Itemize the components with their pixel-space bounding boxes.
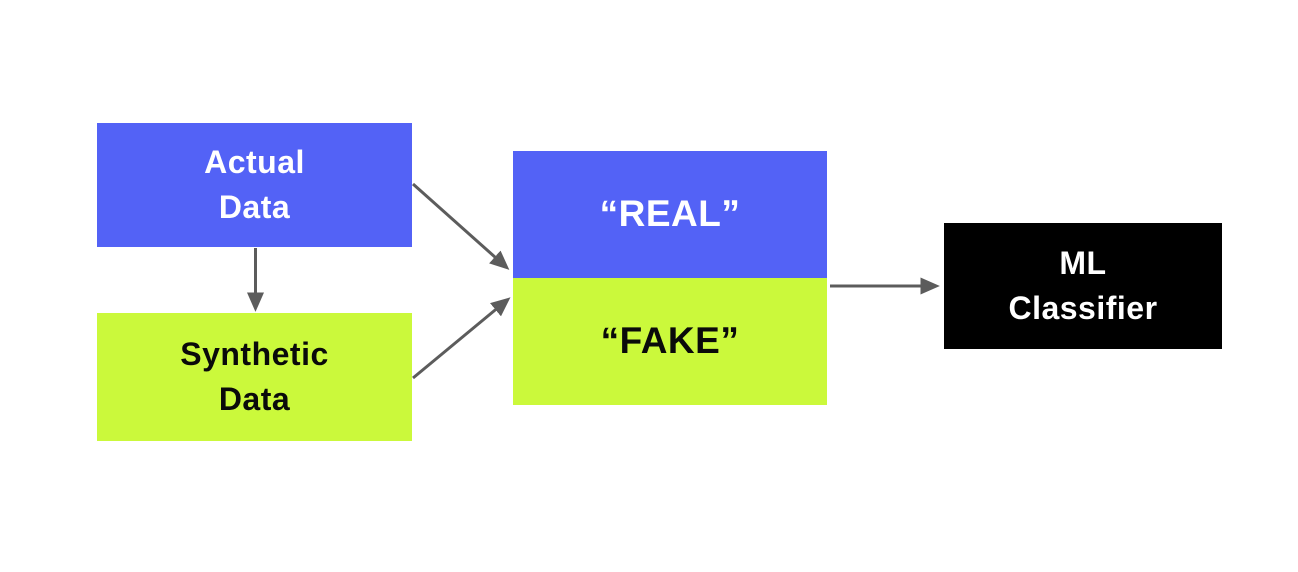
ml-classifier-box: ML Classifier bbox=[944, 223, 1222, 349]
combined-data-stack: “REAL” “FAKE” bbox=[513, 151, 827, 405]
real-label: “REAL” bbox=[599, 193, 741, 235]
fake-section: “FAKE” bbox=[513, 278, 827, 405]
fake-label: “FAKE” bbox=[600, 320, 740, 362]
arrow-actual-to-stack bbox=[412, 182, 510, 270]
synthetic-data-label: Synthetic Data bbox=[180, 335, 329, 417]
arrow-synthetic-to-stack bbox=[412, 297, 511, 380]
real-section: “REAL” bbox=[513, 151, 827, 278]
synthetic-data-box: Synthetic Data bbox=[97, 313, 412, 441]
ml-classifier-label: ML Classifier bbox=[1008, 244, 1158, 326]
actual-data-box: Actual Data bbox=[97, 123, 412, 247]
actual-data-label: Actual Data bbox=[204, 143, 305, 225]
